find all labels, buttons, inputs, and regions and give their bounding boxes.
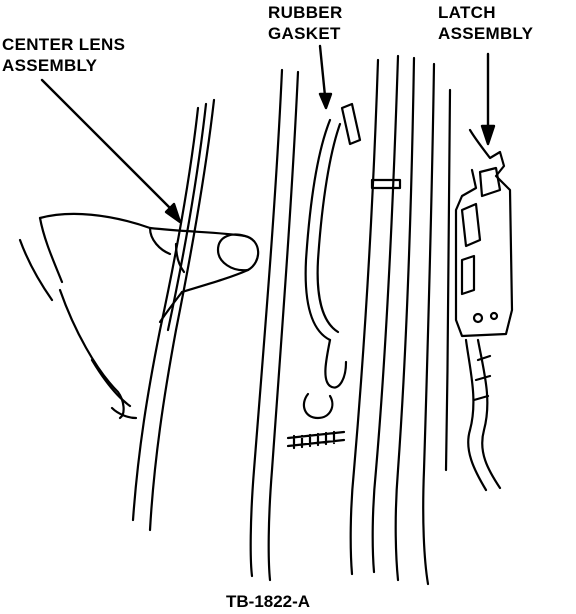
rubber-gasket-label: RUBBER GASKET: [268, 2, 343, 44]
latch-assembly-label-line-1: LATCH: [438, 3, 496, 22]
rubber-gasket: [286, 102, 362, 450]
rubber-gasket-label-line-2: GASKET: [268, 24, 341, 43]
door-frame: [249, 54, 452, 586]
center-lens-assembly: [131, 98, 216, 532]
latch-assembly-label-line-2: ASSEMBLY: [438, 24, 534, 43]
center-lens-label-line-2: ASSEMBLY: [2, 56, 98, 75]
latch-assembly: [454, 128, 514, 492]
leader-arrows: [40, 44, 496, 224]
latch-assembly-label: LATCH ASSEMBLY: [438, 2, 533, 44]
rubber-gasket-label-line-1: RUBBER: [268, 3, 343, 22]
figure-id: TB-1822-A: [226, 592, 311, 611]
hand: [18, 212, 260, 420]
center-lens-label-line-1: CENTER LENS: [2, 35, 126, 54]
center-lens-assembly-label: CENTER LENS ASSEMBLY: [2, 34, 125, 76]
